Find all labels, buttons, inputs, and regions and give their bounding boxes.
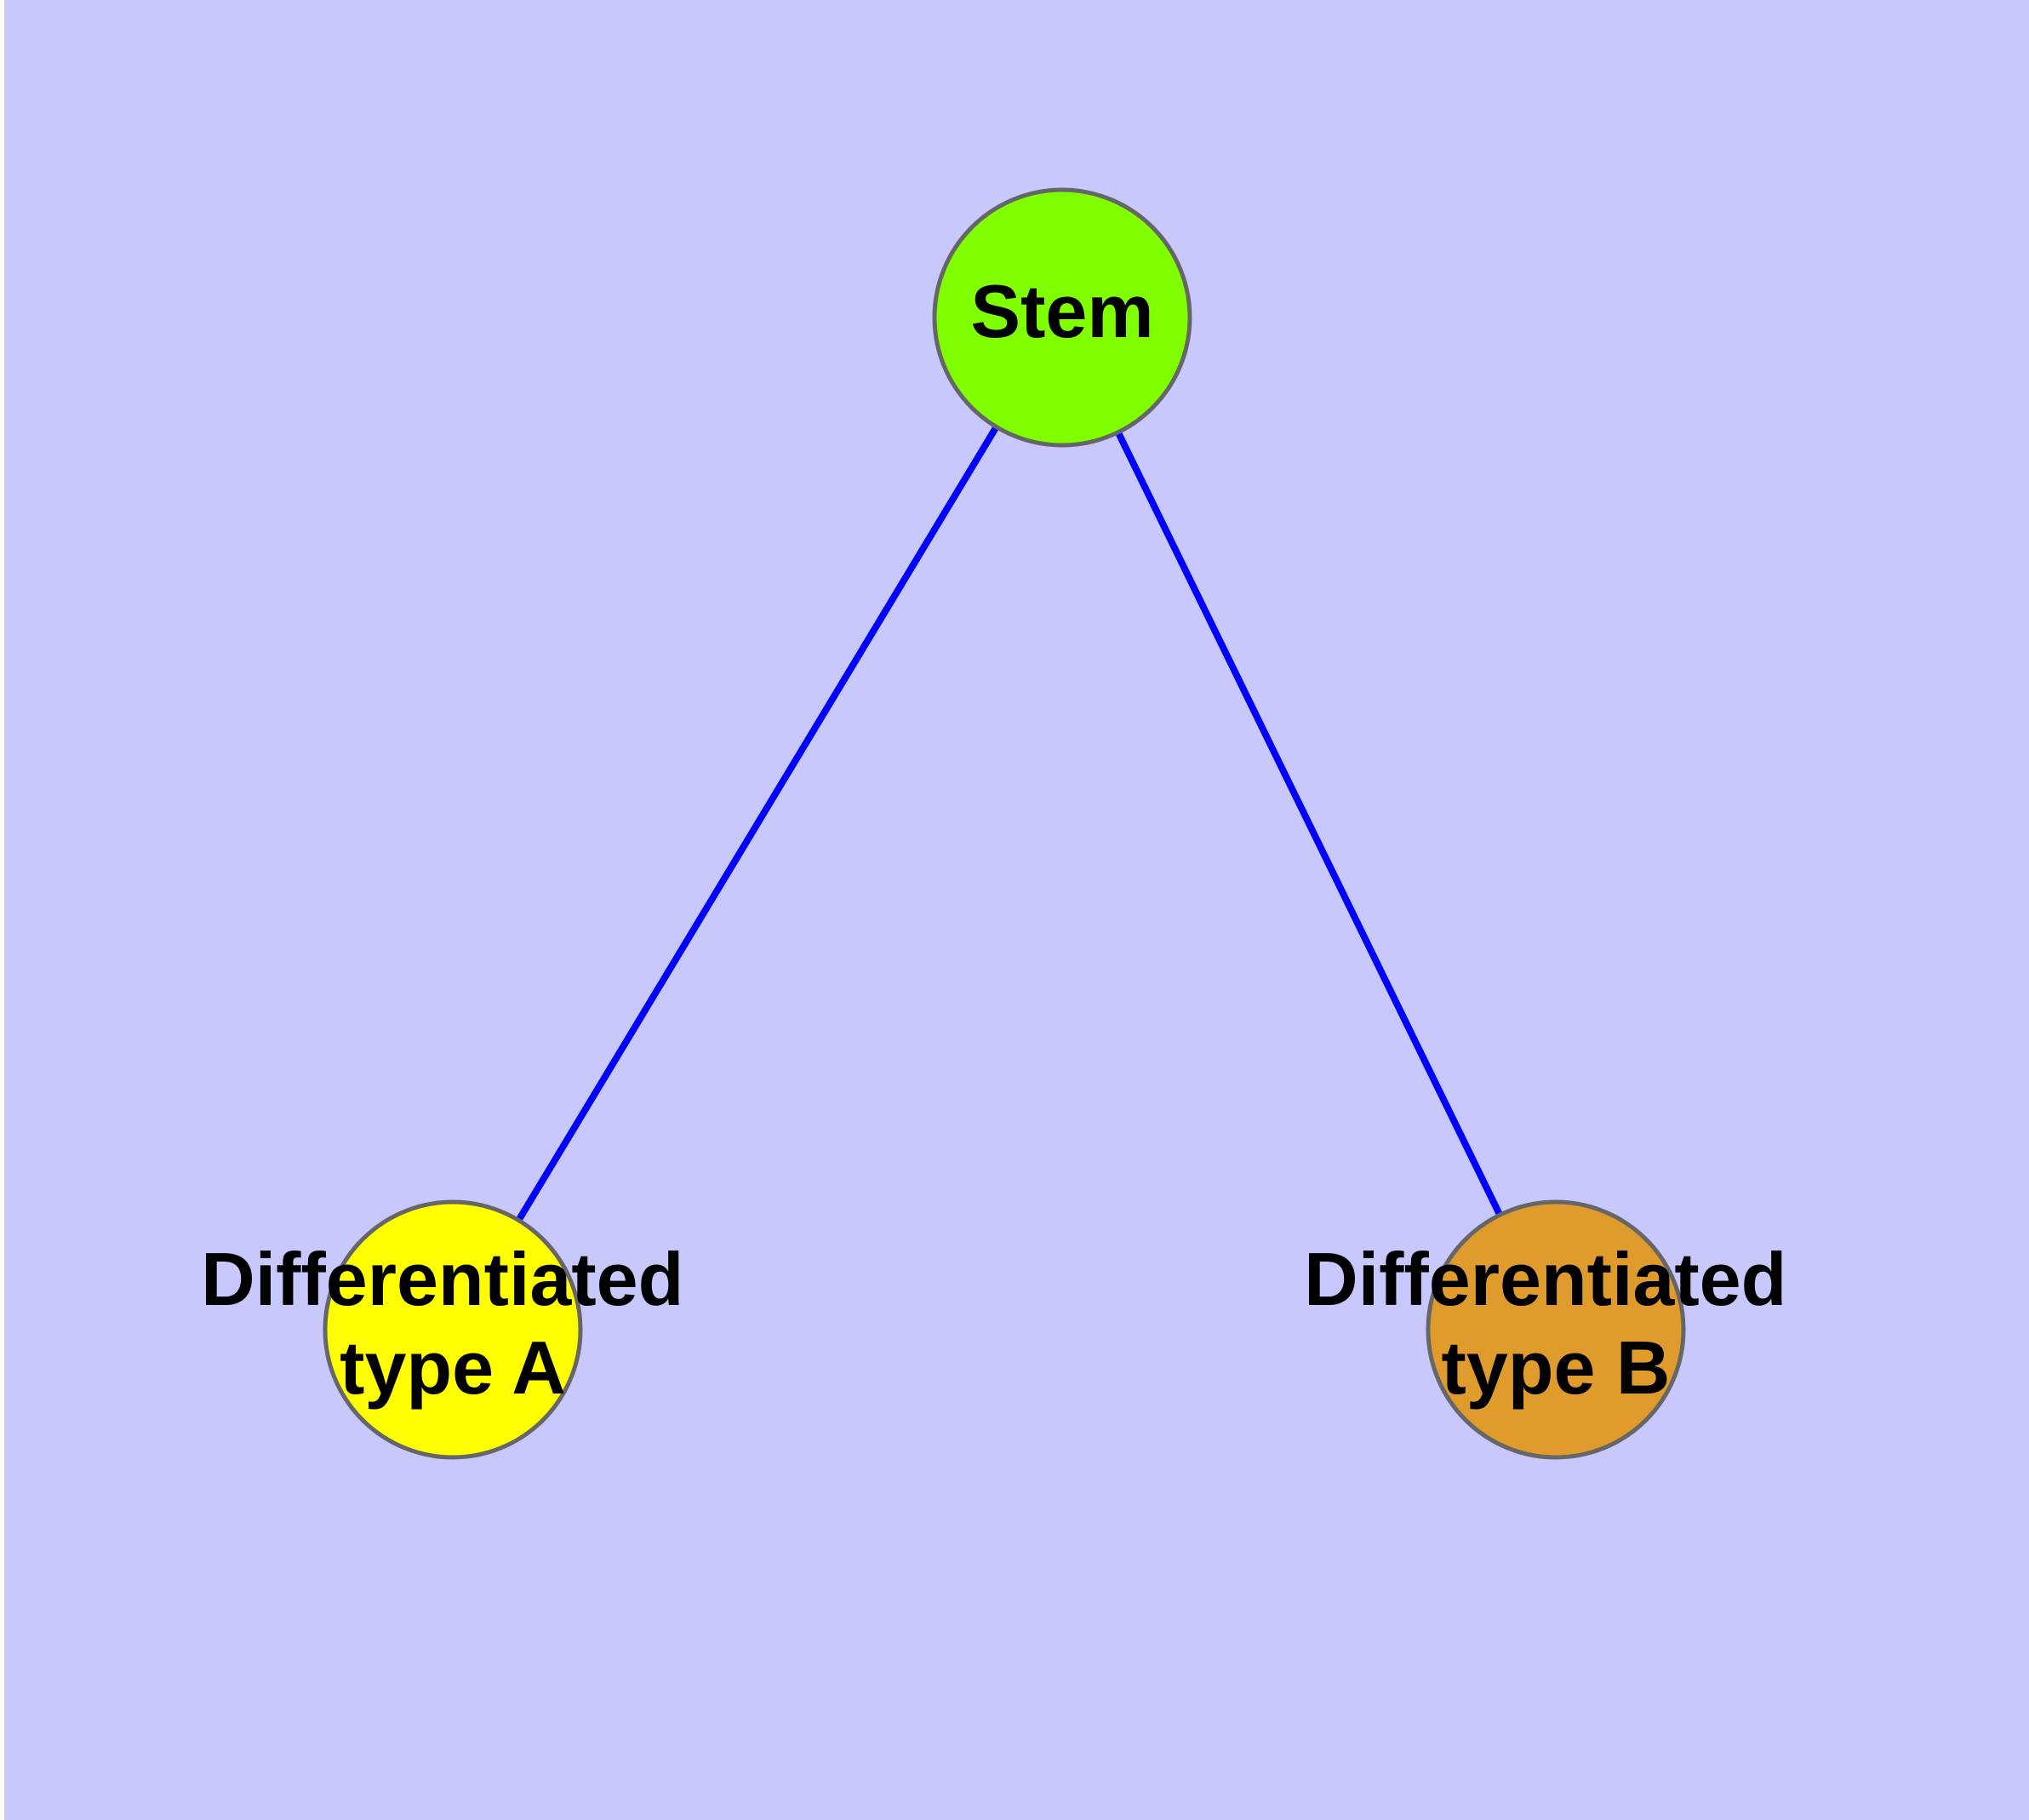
node-layer: Stem Differentiated type A Differentiate… [201,187,1808,1460]
node-differentiated-type-a-label-line2: type A [340,1325,566,1410]
edge-stem-to-differentiated-type-a[interactable] [449,315,1066,1332]
edge-stem-to-differentiated-type-b[interactable] [1059,316,1559,1331]
diagram-plot-area: Stem Differentiated type A Differentiate… [4,0,2029,1820]
edge-layer [449,315,1559,1332]
node-stem-label-line1: Stem [970,269,1153,353]
node-stem-circle[interactable] [932,187,1192,448]
node-stem[interactable]: Stem [932,187,1192,448]
node-stem-label: Stem [970,269,1153,353]
node-differentiated-type-b[interactable]: Differentiated type B [1304,1199,1808,1460]
graph-svg: Stem Differentiated type A Differentiate… [201,187,1808,1460]
node-differentiated-type-b-circle[interactable] [1426,1199,1686,1460]
node-differentiated-type-a-circle[interactable] [323,1199,583,1460]
node-differentiated-type-a[interactable]: Differentiated type A [201,1199,705,1460]
node-differentiated-type-b-label: Differentiated type B [1304,1237,1808,1410]
node-differentiated-type-a-label-line1: Differentiated [201,1237,683,1321]
node-differentiated-type-b-label-line1: Differentiated [1304,1237,1786,1321]
node-differentiated-type-a-label: Differentiated type A [201,1237,705,1410]
node-differentiated-type-b-label-line2: type B [1442,1325,1671,1410]
